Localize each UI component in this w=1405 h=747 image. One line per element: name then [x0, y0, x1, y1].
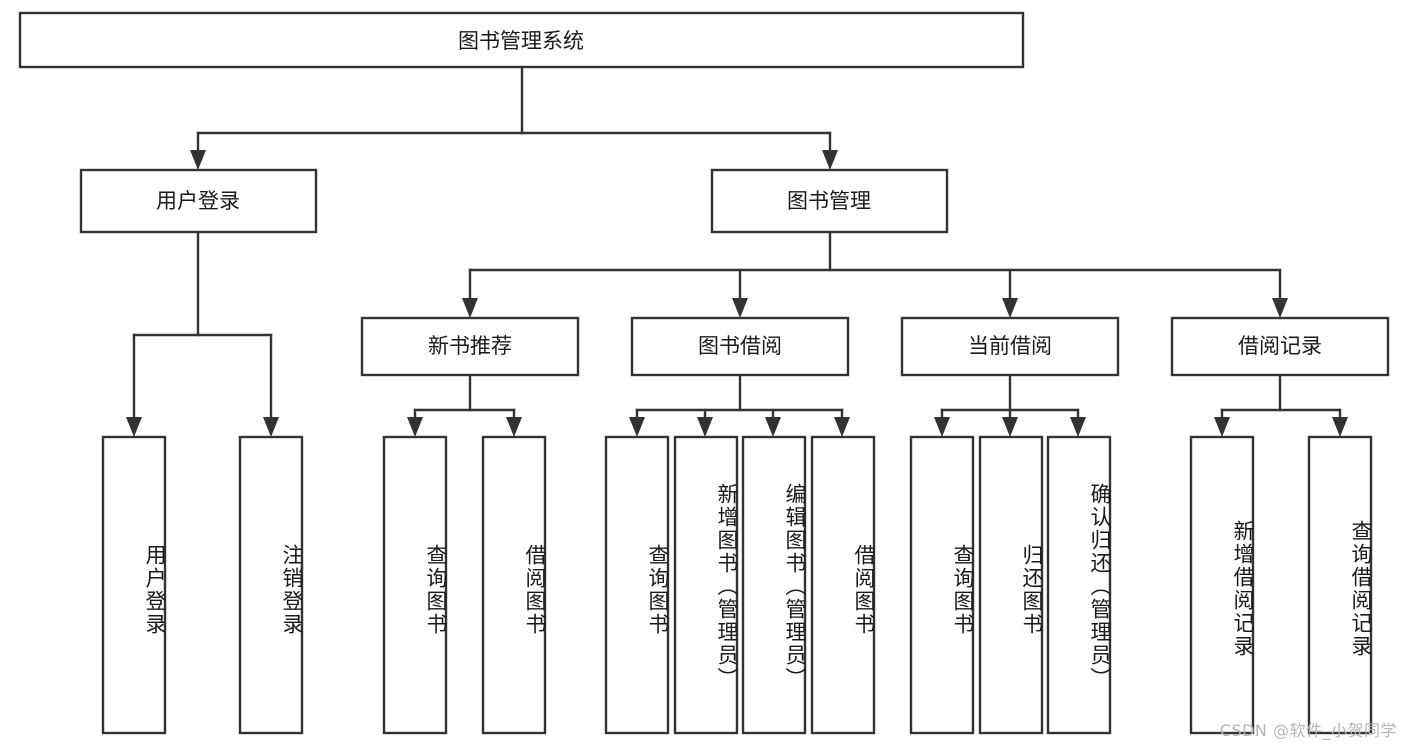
leaf-user-login-0[interactable]	[101, 435, 167, 735]
leaf-new-book-1[interactable]	[481, 435, 547, 735]
leaf-current-borrow-1[interactable]	[978, 435, 1044, 735]
leaf-borrow-record-1[interactable]	[1307, 435, 1373, 735]
node-new-book-recommend-label: 新书推荐	[428, 334, 512, 358]
connector-root-to-level2	[190, 65, 838, 170]
arrow-head-icon	[1070, 417, 1086, 437]
connector-current-borrow-to-leaves	[934, 373, 1086, 437]
leaf-book-borrow-2[interactable]	[741, 435, 807, 735]
leaf-book-borrow-0[interactable]	[604, 435, 670, 735]
node-root-label: 图书管理系统	[458, 29, 584, 53]
arrow-head-icon	[1002, 298, 1018, 318]
node-current-borrow-label: 当前借阅	[968, 334, 1052, 358]
node-book-borrow-label: 图书借阅	[698, 334, 782, 358]
leaf-current-borrow-2[interactable]	[1046, 435, 1112, 735]
connector-book-manage-to-level3	[462, 230, 1288, 318]
node-current-borrow[interactable]	[900, 316, 1120, 377]
node-borrow-record[interactable]	[1170, 316, 1390, 377]
arrow-head-icon	[697, 417, 713, 437]
arrow-head-icon	[765, 417, 781, 437]
node-borrow-record-label: 借阅记录	[1238, 334, 1322, 358]
arrow-head-icon	[126, 417, 142, 437]
arrow-head-icon	[1272, 298, 1288, 318]
leaf-book-borrow-3[interactable]	[810, 435, 876, 735]
connector-book-borrow-to-leaves	[629, 373, 850, 437]
arrow-head-icon	[1214, 417, 1230, 437]
connector-user-login-to-leaves	[126, 230, 279, 437]
node-user-login-label: 用户登录	[156, 189, 240, 213]
leaf-current-borrow-0[interactable]	[909, 435, 975, 735]
node-user-login[interactable]	[79, 168, 318, 234]
leaf-user-login-1[interactable]	[238, 435, 304, 735]
arrow-head-icon	[506, 417, 522, 437]
watermark-text: CSDN @软件_小贺同学	[1219, 721, 1397, 740]
arrow-head-icon	[462, 298, 478, 318]
arrow-head-icon	[834, 417, 850, 437]
arrow-head-icon	[732, 298, 748, 318]
leaf-new-book-0[interactable]	[382, 435, 448, 735]
arrow-head-icon	[629, 417, 645, 437]
leaf-book-borrow-1[interactable]	[673, 435, 739, 735]
arrow-head-icon	[1332, 417, 1348, 437]
connector-borrow-record-to-leaves	[1214, 373, 1348, 437]
node-book-borrow[interactable]	[630, 316, 850, 377]
node-book-manage[interactable]	[710, 168, 949, 234]
arrow-head-icon	[407, 417, 423, 437]
arrow-head-icon	[1002, 417, 1018, 437]
connector-new-book-to-leaves	[407, 373, 522, 437]
arrow-head-icon	[934, 417, 950, 437]
arrow-head-icon	[263, 417, 279, 437]
node-new-book-recommend[interactable]	[360, 316, 580, 377]
arrow-head-icon	[190, 150, 206, 170]
leaf-borrow-record-0[interactable]	[1189, 435, 1255, 735]
node-root[interactable]	[18, 11, 1025, 69]
node-book-manage-label: 图书管理	[787, 189, 871, 213]
arrow-head-icon	[822, 150, 838, 170]
